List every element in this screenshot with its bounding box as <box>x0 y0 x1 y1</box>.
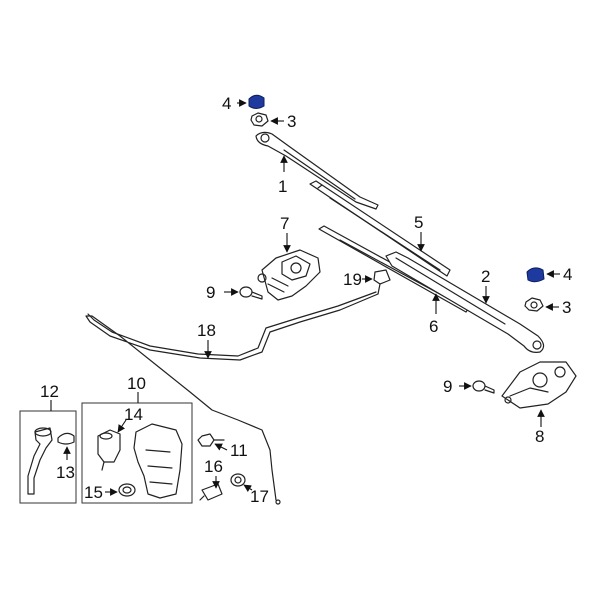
filler-neck-group-box <box>19 410 77 504</box>
callout-17: 17 <box>250 487 269 506</box>
bolt-part-9-left[interactable] <box>239 286 263 300</box>
nut-part-3-right[interactable] <box>524 297 544 312</box>
wiper-linkage-part-8[interactable] <box>501 361 577 409</box>
bolt-part-9-right[interactable] <box>472 380 495 394</box>
callout-16: 16 <box>204 457 223 476</box>
callout-9-left: 9 <box>206 283 215 302</box>
washer-connector-part-19[interactable] <box>373 269 391 295</box>
callout-11: 11 <box>230 441 248 460</box>
callout-2: 2 <box>481 267 490 286</box>
level-sensor-part-16[interactable] <box>199 483 223 501</box>
callout-10: 10 <box>127 374 146 393</box>
callout-3-left: 3 <box>287 112 296 131</box>
washer-pump-part-14[interactable] <box>97 429 121 471</box>
washer-reservoir-part-10[interactable] <box>133 423 183 499</box>
callout-5: 5 <box>414 213 423 232</box>
nut-part-3-left[interactable] <box>250 112 269 127</box>
washer-hose-part-18[interactable] <box>85 291 379 505</box>
callout-8: 8 <box>535 427 544 446</box>
wiper-arm-cap-part-4-left[interactable] <box>248 94 265 109</box>
filler-neck-part-12[interactable] <box>27 427 53 495</box>
callout-4-right: 4 <box>563 265 572 284</box>
callout-1: 1 <box>278 177 287 196</box>
screw-part-11[interactable] <box>197 433 225 447</box>
grommet-part-17[interactable] <box>230 473 246 487</box>
callout-7: 7 <box>280 214 289 233</box>
callout-14: 14 <box>124 405 143 424</box>
grommet-part-15[interactable] <box>118 483 136 497</box>
callout-4-left: 4 <box>222 94 231 113</box>
callout-15: 15 <box>84 483 103 502</box>
callout-6: 6 <box>429 317 438 336</box>
wiper-motor-part-7[interactable] <box>257 249 321 301</box>
filler-cap-part-13[interactable] <box>57 432 75 445</box>
wiper-arm-part-2[interactable] <box>385 251 545 353</box>
callout-19: 19 <box>343 270 362 289</box>
callout-18: 18 <box>197 321 216 340</box>
callout-12: 12 <box>40 382 59 401</box>
reservoir-group-box <box>81 402 193 504</box>
callout-3-right: 3 <box>562 298 571 317</box>
wiper-arm-part-1[interactable] <box>255 131 379 210</box>
wiper-arm-cap-part-4-right[interactable] <box>526 267 545 283</box>
callout-9-right: 9 <box>443 377 452 396</box>
callout-13: 13 <box>56 463 75 482</box>
wiper-blade-part-5[interactable] <box>309 180 451 277</box>
